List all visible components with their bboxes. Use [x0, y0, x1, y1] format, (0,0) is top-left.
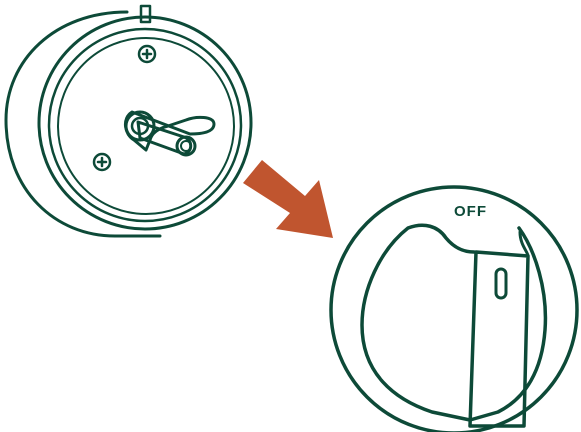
knob-skirt	[360, 223, 548, 422]
valve-base	[4, 4, 253, 238]
knob-grip	[468, 250, 530, 428]
valve-inner-ring	[47, 27, 243, 223]
valve-outer-rim	[4, 10, 162, 238]
off-label: OFF	[454, 203, 487, 220]
knob-indicator	[494, 267, 508, 300]
knob-face	[329, 185, 579, 432]
valve-inner-ring-2	[57, 37, 235, 215]
knob-grip-edge	[518, 230, 530, 258]
arrow-icon	[243, 160, 333, 238]
valve-top-notch	[139, 4, 152, 24]
valve-stem	[124, 110, 216, 157]
screw-icon	[92, 152, 112, 172]
control-knob: OFF	[329, 185, 579, 432]
valve-front-face	[37, 15, 253, 231]
screw-icon	[137, 44, 157, 64]
